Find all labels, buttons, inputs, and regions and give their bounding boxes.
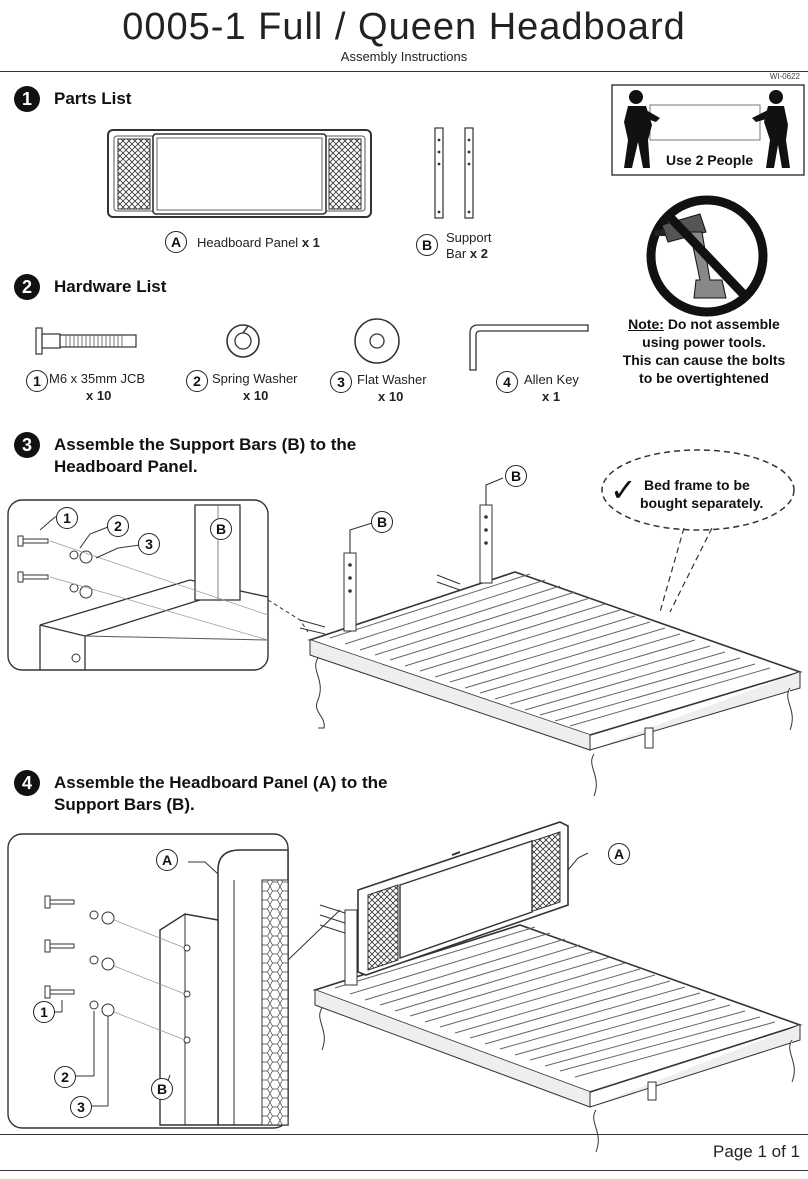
two-people-icon: [611, 84, 805, 176]
step-4-heading-line2: Support Bars (B).: [54, 795, 195, 814]
callout-2-step3: 2: [107, 515, 129, 537]
callout-3-step3: 3: [138, 533, 160, 555]
hardware-4-name: Allen Key: [524, 372, 579, 387]
step-3-badge: 3: [14, 432, 40, 458]
step3-detail-drawing: [7, 499, 309, 671]
doc-number: WI-0622: [769, 72, 800, 81]
step4-detail-drawing: [7, 833, 341, 1129]
page-title: 0005-1 Full / Queen Headboard: [122, 6, 686, 48]
callout-a-detail-step4: A: [156, 849, 178, 871]
hardware-2-name: Spring Washer: [212, 371, 298, 386]
step-4-badge: 4: [14, 770, 40, 796]
note-line1-text: Do not assemble: [667, 316, 780, 332]
part-b-badge: B: [416, 234, 438, 256]
note-prefix: Note:: [628, 316, 664, 332]
part-a-name: Headboard Panel: [197, 235, 299, 250]
footer-bottom-divider: [0, 1170, 808, 1171]
callout-1-step4: 1: [33, 1001, 55, 1023]
hardware-1-badge: 1: [26, 370, 48, 392]
hardware-3-badge: 3: [330, 371, 352, 393]
bed-frame-line2: bought separately.: [640, 495, 764, 511]
callout-a-right-step4: A: [608, 843, 630, 865]
callout-2-step4: 2: [54, 1066, 76, 1088]
hardware-4-badge: 4: [496, 371, 518, 393]
note-line2: using power tools.: [642, 334, 766, 350]
step-4-heading-line1: Assemble the Headboard Panel (A) to the: [54, 773, 388, 792]
callout-3-step4: 3: [70, 1096, 92, 1118]
part-b-qty: x 2: [469, 246, 488, 261]
page-subtitle: Assembly Instructions: [340, 49, 468, 64]
step-3-heading-line1: Assemble the Support Bars (B) to the: [54, 435, 357, 454]
no-power-tools-icon: [646, 195, 768, 317]
note-line1: Note: Do not assemble: [600, 315, 808, 333]
part-a-label: Headboard Panel x 1: [197, 235, 320, 250]
header-divider: [0, 71, 808, 72]
part-a-qty: x 1: [301, 235, 320, 250]
callout-b-step4: B: [151, 1078, 173, 1100]
step-2-badge: 2: [14, 274, 40, 300]
callout-b-right-step3: B: [505, 465, 527, 487]
step-3-heading-line2: Headboard Panel.: [54, 457, 198, 476]
part-a-badge: A: [165, 231, 187, 253]
support-bar-drawing: [434, 127, 474, 219]
step-1-heading: Parts List: [54, 89, 132, 108]
note-line4: to be overtightened: [639, 370, 769, 386]
step-1-badge: 1: [14, 86, 40, 112]
step3-bed-frame-drawing: [299, 477, 803, 797]
checkmark-icon: ✓: [610, 472, 637, 508]
hardware-drawings: [35, 318, 589, 371]
callout-b-detail-step3: B: [210, 518, 232, 540]
callout-b-left-step3: B: [371, 511, 393, 533]
part-b-name-line2: Bar: [446, 246, 467, 261]
step-2-heading: Hardware List: [54, 277, 167, 296]
hardware-3-name: Flat Washer: [357, 372, 427, 387]
footer-top-divider: [0, 1134, 808, 1135]
callout-1-step3: 1: [56, 507, 78, 529]
headboard-panel-drawing: [107, 129, 372, 218]
hardware-4-qty: x 1: [542, 389, 561, 404]
hardware-1-qty: x 10: [86, 388, 112, 403]
hardware-2-qty: x 10: [243, 388, 269, 403]
note-line3: This can cause the bolts: [622, 352, 786, 368]
hardware-2-badge: 2: [186, 370, 208, 392]
bed-frame-bubble-shape: [601, 449, 795, 613]
step4-bed-frame-drawing: [312, 821, 803, 1153]
part-b-label-line2: Bar x 2: [446, 246, 488, 261]
part-b-name-line1: Support: [446, 230, 492, 245]
bed-frame-line1: Bed frame to be: [644, 477, 750, 493]
two-people-label: Use 2 People: [666, 152, 754, 168]
power-tools-note: Note: Do not assemble using power tools.…: [600, 315, 808, 387]
hardware-1-name: M6 x 35mm JCB: [49, 371, 146, 386]
hardware-3-qty: x 10: [378, 389, 404, 404]
bed-frame-note: Bed frame to be bought separately.: [640, 476, 788, 512]
page-number: Page 1 of 1: [713, 1142, 800, 1161]
